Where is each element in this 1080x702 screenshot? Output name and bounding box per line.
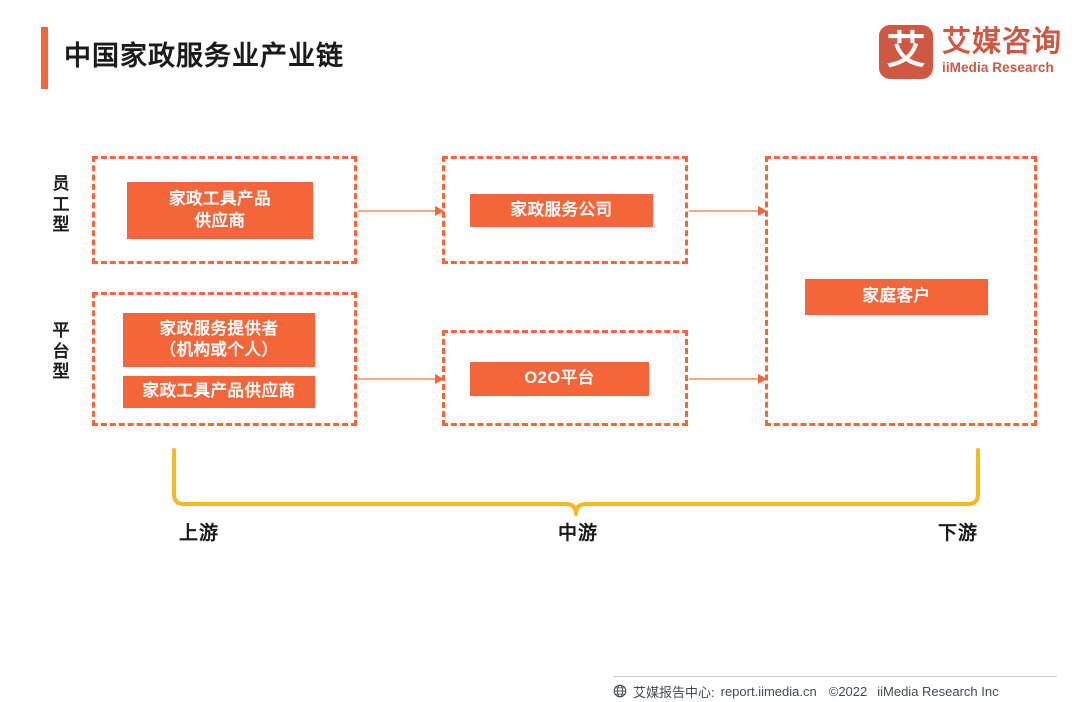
logo-text: 艾媒咨询 iiMedia Research — [942, 27, 1062, 76]
node-tool-product-supplier[interactable]: 家政工具产品 供应商 — [127, 182, 313, 239]
stage-label-midstream: 中游 — [557, 523, 598, 544]
node-line-1: 家政工具产品 — [169, 190, 271, 209]
arrow-head-icon — [435, 206, 444, 216]
arrow-line — [358, 210, 436, 212]
node-line-2: 供应商 — [194, 211, 246, 230]
node-line-1: 家政服务提供者 — [159, 319, 279, 338]
stage-label-downstream: 下游 — [937, 523, 978, 544]
brand-logo: 艾 艾媒咨询 iiMedia Research — [878, 24, 1062, 80]
footer-company-name: iiMedia Research Inc — [877, 683, 999, 699]
arrow-upstream-to-midstream-platform — [358, 374, 444, 384]
logo-name-en: iiMedia Research — [941, 60, 1054, 76]
page-footer: 艾媒报告中心: report.iimedia.cn ©2022 iiMedia … — [613, 681, 999, 701]
node-tool-product-supplier-2[interactable]: 家政工具产品供应商 — [123, 376, 315, 408]
title-accent-bar — [41, 27, 48, 89]
arrow-midstream-to-downstream-platform — [689, 374, 767, 384]
row-label-employee: 员工型 — [52, 174, 70, 235]
arrow-upstream-to-midstream-employee — [358, 206, 444, 216]
arrow-line — [358, 378, 436, 380]
footer-divider — [613, 676, 1057, 677]
stage-brace — [172, 448, 980, 516]
node-o2o-platform[interactable]: O2O平台 — [470, 362, 649, 396]
row-label-platform: 平台型 — [52, 321, 70, 382]
arrow-midstream-to-downstream-employee — [689, 206, 767, 216]
arrow-head-icon — [435, 374, 444, 384]
page-header: 中国家政服务业产业链 艾 艾媒咨询 iiMedia Research — [0, 0, 1080, 110]
node-service-provider[interactable]: 家政服务提供者 （机构或个人） — [123, 313, 315, 367]
footer-report-center-label: 艾媒报告中心: — [633, 684, 715, 700]
footer-copyright: ©2022 — [828, 683, 868, 699]
logo-name-cn: 艾媒咨询 — [941, 26, 1062, 59]
arrow-head-icon — [758, 374, 767, 384]
logo-mark-glyph: 艾 — [886, 28, 926, 74]
logo-mark-icon: 艾 — [878, 25, 933, 79]
arrow-line — [689, 378, 759, 380]
stage-label-upstream: 上游 — [178, 523, 219, 544]
footer-url[interactable]: report.iimedia.cn — [720, 683, 817, 699]
node-housekeeping-service-company[interactable]: 家政服务公司 — [470, 194, 653, 227]
node-household-customer[interactable]: 家庭客户 — [805, 279, 988, 315]
arrow-head-icon — [758, 206, 767, 216]
node-line-2: （机构或个人） — [159, 341, 279, 359]
page-title: 中国家政服务业产业链 — [64, 41, 344, 71]
arrow-line — [689, 210, 759, 212]
globe-icon — [613, 684, 627, 698]
